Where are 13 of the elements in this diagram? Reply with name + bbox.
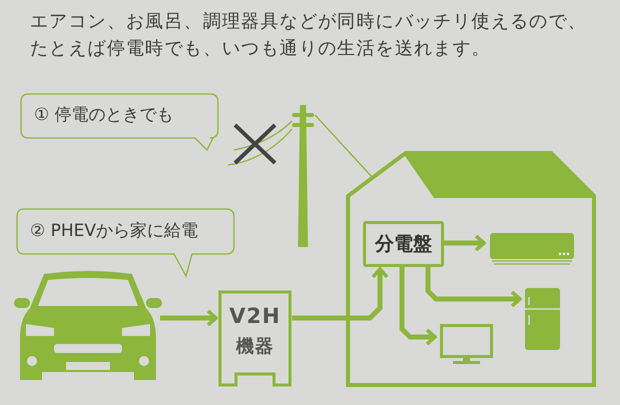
arrow	[292, 267, 389, 320]
distribution-board-box	[363, 221, 444, 267]
callout-text: ② PHEVから家に給電	[30, 220, 198, 242]
device-label: 機器	[234, 335, 275, 358]
board-label: 分電盤	[375, 232, 432, 257]
arrow	[160, 309, 218, 327]
heading-text: エアコン、お風呂、調理器具などが同時にバッチリ使えるので、たとえば停電時でも、いつも通りの生活を送れます。	[30, 10, 588, 61]
device-label: V2H	[228, 304, 282, 328]
callout-text: ① 停電のときでも	[34, 104, 174, 126]
arrow	[400, 267, 437, 346]
power-line	[314, 114, 372, 178]
arrow	[444, 234, 486, 252]
arrow	[426, 267, 522, 308]
